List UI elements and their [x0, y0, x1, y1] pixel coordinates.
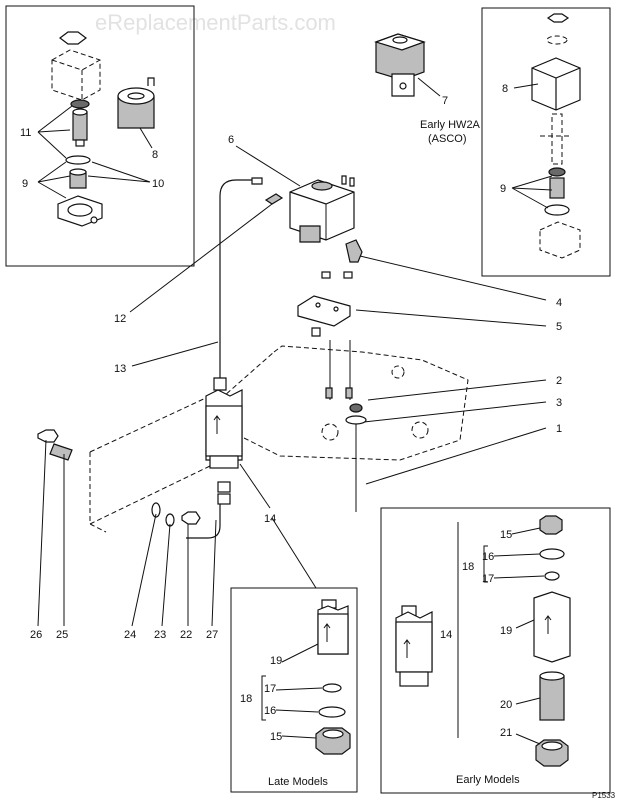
late-models-box [230, 587, 358, 793]
callout-12: 12 [114, 313, 126, 325]
callout-19-late: 19 [270, 655, 282, 667]
early-caption-bg [452, 772, 524, 786]
callout-15-late: 15 [270, 731, 282, 743]
callout-7: 7 [442, 95, 448, 107]
callout-25: 25 [56, 629, 68, 641]
caption-asco: (ASCO) [428, 133, 467, 145]
early-hw2a-valve [374, 33, 426, 97]
callout-2: 2 [556, 375, 562, 387]
early-models-leaders [457, 522, 545, 745]
late-models-leaders [261, 643, 323, 739]
callout-13: 13 [114, 363, 126, 375]
callout-1: 1 [556, 423, 562, 435]
callout-23: 23 [154, 629, 166, 641]
callout-26: 26 [30, 629, 42, 641]
main-assembly [37, 175, 469, 539]
caption-early-models: Early Models [456, 774, 520, 786]
watermark: eReplacementParts.com [95, 10, 336, 35]
callout-20: 20 [500, 699, 512, 711]
callout-16-early: 16 [482, 551, 494, 563]
left-inset-leaders [37, 105, 153, 199]
callout-22: 22 [180, 629, 192, 641]
callout-21: 21 [500, 727, 512, 739]
caption-early-hw2a: Early HW2A [420, 119, 481, 131]
callout-8-right: 8 [502, 83, 508, 95]
early-asco-detail-box [481, 7, 611, 277]
late-caption-bg [262, 774, 332, 788]
callout-11: 11 [20, 127, 31, 139]
early-models-parts [395, 515, 571, 767]
callout-6: 6 [228, 134, 234, 146]
callout-14-main: 14 [264, 513, 276, 525]
callout-14-early: 14 [440, 629, 452, 641]
callout-18-late: 18 [240, 693, 252, 705]
early-models-box [380, 507, 611, 794]
callout-9-left: 9 [22, 178, 28, 190]
caption-late-models: Late Models [268, 776, 328, 788]
callout-5: 5 [556, 321, 562, 333]
right-inset-leaders [417, 77, 553, 209]
callout-10: 10 [152, 178, 164, 190]
right-inset-parts [531, 13, 581, 259]
callout-17-early: 17 [482, 573, 494, 585]
callout-19-early: 19 [500, 625, 512, 637]
solenoid-detail-box [5, 5, 195, 267]
callout-4: 4 [556, 297, 562, 309]
late-models-parts [315, 599, 351, 755]
callout-3: 3 [556, 397, 562, 409]
callout-15-early: 15 [500, 529, 512, 541]
left-inset-parts [51, 31, 155, 227]
callout-16-late: 16 [264, 705, 276, 717]
callout-18-early: 18 [462, 561, 474, 573]
main-leaders [37, 145, 547, 627]
callout-8-left: 8 [152, 149, 158, 161]
callout-17-late: 17 [264, 683, 276, 695]
callout-24: 24 [124, 629, 136, 641]
drawing-reference: P1533 [592, 791, 616, 800]
callout-27: 27 [206, 629, 218, 641]
callout-9-right: 9 [500, 183, 506, 195]
